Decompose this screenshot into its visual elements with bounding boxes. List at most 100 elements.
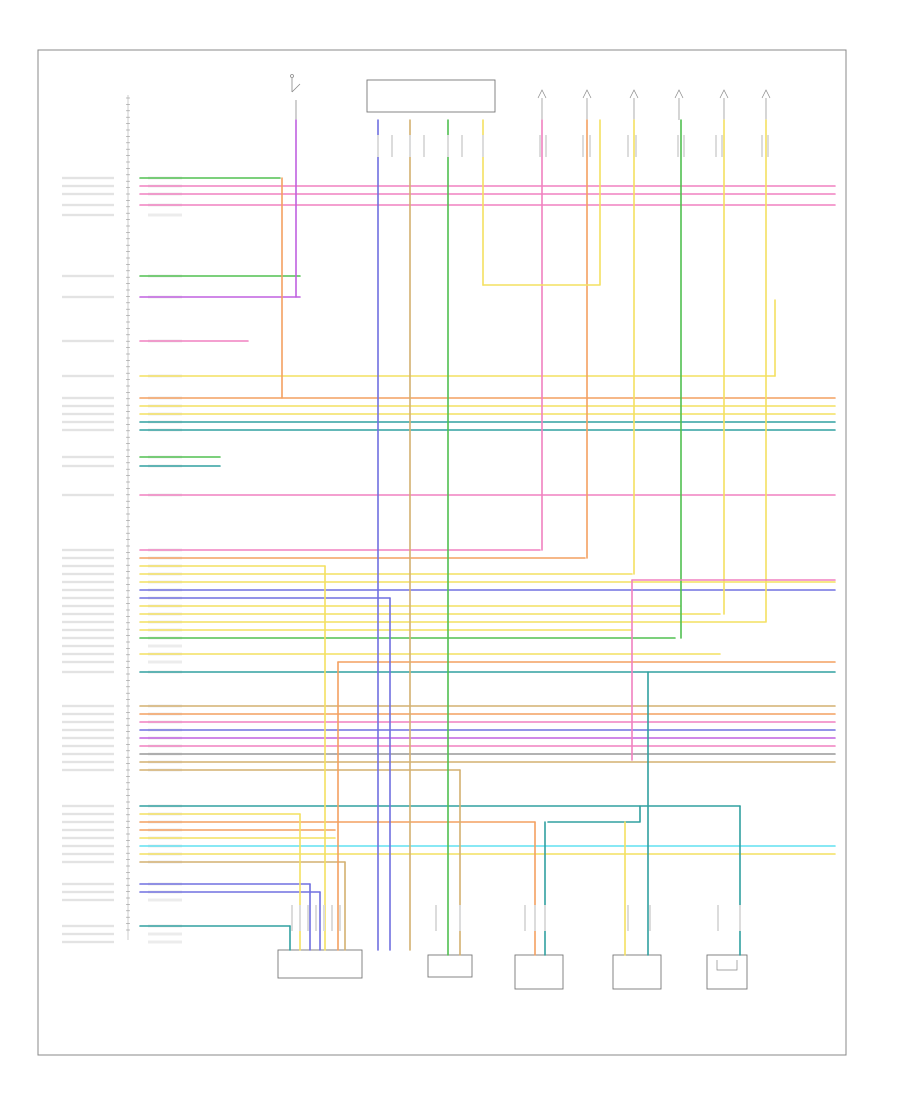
pin-label-bar (62, 644, 114, 648)
pin-label-bar (62, 580, 114, 584)
wire-code-bar (148, 898, 182, 902)
vertical-wire-code (435, 905, 437, 931)
vertical-wire-code (409, 135, 411, 157)
wire-segment (482, 119, 601, 286)
pin-label-bar (62, 176, 114, 180)
pin-label-bar (62, 339, 114, 343)
vertical-wire-code (307, 905, 309, 931)
vertical-wire-code (589, 135, 591, 157)
pin-label-bar (62, 628, 114, 632)
vertical-wire-code (331, 905, 333, 931)
pin-label-bar (62, 760, 114, 764)
vertical-wire-code (377, 135, 379, 157)
vertical-wire-code (627, 135, 629, 157)
pin-label-bar (62, 612, 114, 616)
pin-label-bar (62, 660, 114, 664)
vertical-wire-code (683, 135, 685, 157)
vertical-wire-code (291, 905, 293, 931)
pin-label-bar (62, 820, 114, 824)
pin-label-bar (62, 464, 114, 468)
pin-label-bar (62, 493, 114, 497)
pin-label-bar (62, 932, 114, 936)
vertical-wire-code (534, 905, 536, 931)
wire-code-bar (148, 660, 182, 664)
pin-label-bar (62, 940, 114, 944)
pin-label-bar (62, 720, 114, 724)
bottom-connector-5 (706, 954, 748, 990)
bottom-connector-4 (612, 954, 662, 990)
diagram-border (37, 49, 847, 1056)
pin-label-bar (62, 636, 114, 640)
vertical-wire-code (767, 135, 769, 157)
pin-label-bar (62, 844, 114, 848)
pin-label-bar (62, 728, 114, 732)
pin-label-bar (62, 396, 114, 400)
wire-code-bar (148, 932, 182, 936)
vertical-wire-code (339, 905, 341, 931)
pin-label-bar (62, 882, 114, 886)
pin-label-bar (62, 572, 114, 576)
vertical-wire-code (539, 135, 541, 157)
pin-label-bar (62, 556, 114, 560)
vertical-wire-code (447, 135, 449, 157)
vertical-wire-code (482, 135, 484, 157)
pin-label-bar (62, 428, 114, 432)
pin-label-bar (62, 804, 114, 808)
bottom-connector-1 (277, 949, 363, 979)
vertical-wire-code (299, 905, 301, 931)
pin-label-bar (62, 712, 114, 716)
pin-label-bar (62, 736, 114, 740)
pin-label-bar (62, 588, 114, 592)
vertical-wire-code (627, 905, 629, 931)
pin-label-bar (62, 670, 114, 674)
wire-harness (139, 119, 836, 956)
vertical-wire-code (761, 135, 763, 157)
vertical-wire-code (423, 135, 425, 157)
top-connector-box (366, 79, 496, 113)
vertical-wire-code (544, 905, 546, 931)
pin-label-bar (62, 192, 114, 196)
vertical-wire-code (459, 905, 461, 931)
vertical-wire-code (391, 135, 393, 157)
pin-label-bar (62, 620, 114, 624)
pin-label-bar (62, 420, 114, 424)
module-pin-marks (62, 97, 182, 944)
pin-label-bar (62, 852, 114, 856)
pin-label-bar (62, 652, 114, 656)
vertical-wire-code (635, 135, 637, 157)
pin-label-bar (62, 604, 114, 608)
wire-segment (547, 805, 641, 823)
top-right-components (537, 89, 771, 120)
pin-label-bar (62, 836, 114, 840)
pin-label-bar (62, 752, 114, 756)
vertical-wire-code (715, 135, 717, 157)
vertical-wire-code (582, 135, 584, 157)
pin-label-bar (62, 374, 114, 378)
pin-label-bar (62, 768, 114, 772)
pin-label-bar (62, 890, 114, 894)
pin-label-bar (62, 455, 114, 459)
vertical-wire-code (717, 905, 719, 931)
switch-symbol (290, 74, 301, 120)
vertical-wire-code (315, 905, 317, 931)
pin-label-bar (62, 548, 114, 552)
pin-label-bar (62, 924, 114, 928)
pin-label-bar (62, 860, 114, 864)
wire-code-bar (148, 644, 182, 648)
vertical-wire-code (677, 135, 679, 157)
pin-label-bar (62, 203, 114, 207)
pin-label-bar (62, 704, 114, 708)
pin-label-bar (62, 828, 114, 832)
pin-label-bar (62, 213, 114, 217)
pin-label-bar (62, 564, 114, 568)
vertical-wire-code (461, 135, 463, 157)
vertical-wire-code (524, 905, 526, 931)
bottom-sensor-symbol (716, 960, 738, 971)
wire-code-bar (148, 213, 182, 217)
connector-stub-labels (291, 135, 769, 931)
vertical-wire-code (545, 135, 547, 157)
pin-label-bar (62, 898, 114, 902)
vertical-wire-code (323, 905, 325, 931)
